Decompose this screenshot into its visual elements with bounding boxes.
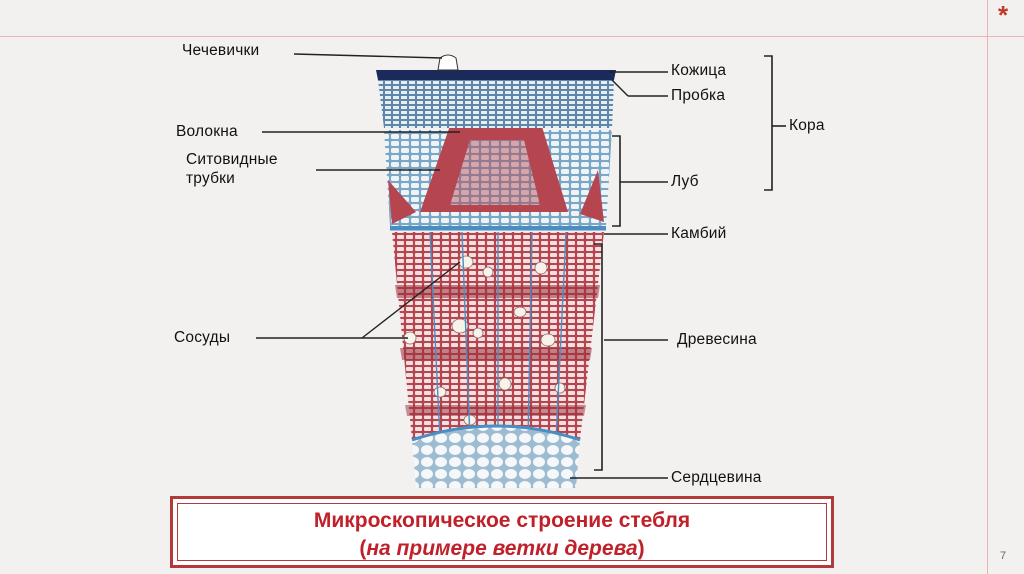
label-sieve-tubes-line2: трубки	[186, 170, 235, 188]
page-number: 7	[1000, 550, 1006, 562]
label-phloem: Луб	[671, 173, 699, 191]
cork-layer	[378, 80, 614, 128]
epidermis-layer	[376, 70, 616, 80]
caption-subtitle: (на примере ветки дерева)	[173, 537, 831, 561]
label-vessels: Сосуды	[174, 329, 230, 347]
label-sieve-tubes-line1: Ситовидные	[186, 151, 278, 169]
caption-box: Микроскопическое строение стебля (на при…	[170, 496, 834, 568]
caption-subtitle-close: )	[638, 537, 645, 560]
pith-region	[412, 426, 580, 488]
label-wood: Древесина	[677, 331, 757, 349]
label-lenticels: Чечевички	[182, 42, 259, 60]
label-fibers: Волокна	[176, 123, 238, 141]
label-epidermis: Кожица	[671, 62, 726, 80]
growth-ring-band	[400, 348, 592, 360]
growth-ring-band	[405, 405, 586, 416]
label-bark: Кора	[789, 117, 825, 135]
caption-subtitle-text: на примере ветки дерева	[366, 537, 637, 560]
lenticel	[438, 55, 458, 70]
brackets	[594, 56, 786, 470]
label-cork: Пробка	[671, 87, 725, 105]
label-pith: Сердцевина	[671, 469, 762, 487]
caption-title: Микроскопическое строение стебля	[173, 509, 831, 533]
label-cambium: Камбий	[671, 225, 727, 243]
